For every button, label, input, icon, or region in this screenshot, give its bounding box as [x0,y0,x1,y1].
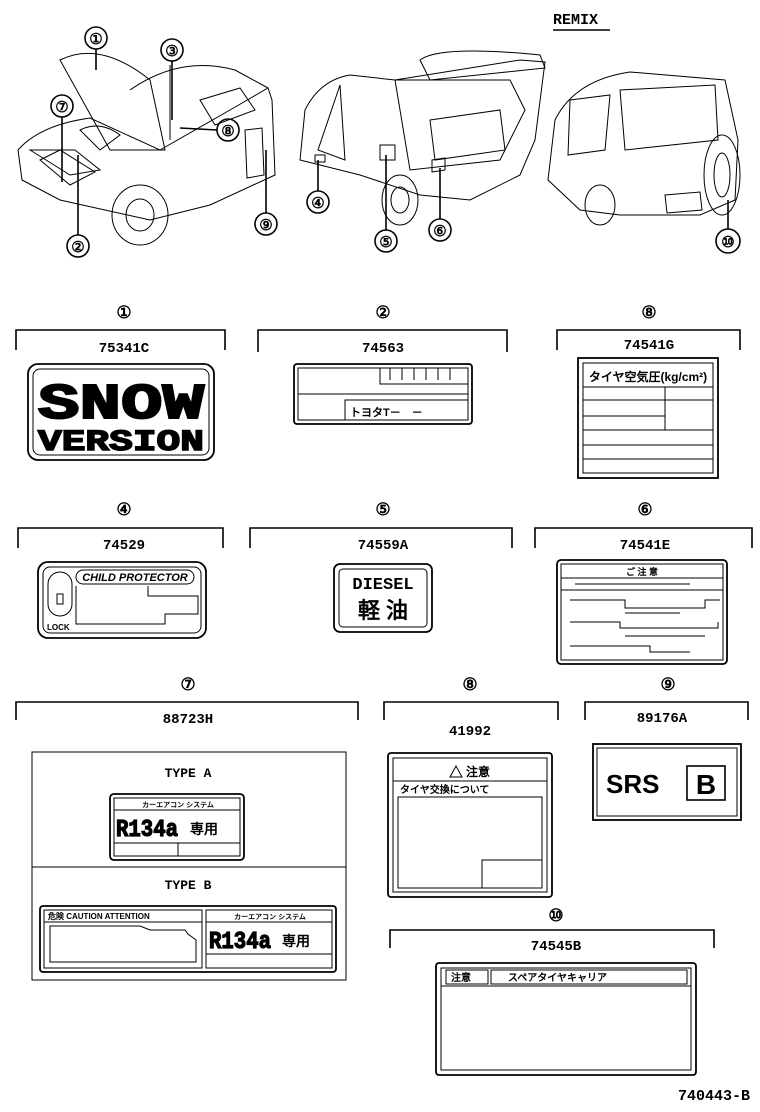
callout-group-car1: ① ③ ⑦ ⑧ ② ⑨ [50,26,278,258]
child-protector-plate [37,561,207,639]
caution-heading: ご 注 意 [626,566,658,577]
tire-pressure-plate [577,357,719,479]
label-74541e: ⑥ 74541E ご 注 意 [534,500,753,665]
aircon-system-text-a: カーエアコン システム [142,801,214,809]
spare-tire-carrier-text: スペアタイヤキャリア [508,972,607,984]
callout-9-top: ⑨ [259,217,272,234]
callout-8-top: ⑧ [221,123,234,140]
car-rear-open-illustration [299,50,546,226]
callout-6-top: ⑥ [433,223,446,240]
warning-text: 注意 [466,764,490,779]
label-41992: ⑧ 41992 注意 タイヤ交換について [383,675,559,898]
label-2-ref: ② [375,303,390,322]
callout-3: ③ [165,43,178,60]
label-7-part-number: 88723H [163,712,213,728]
type-b-label: TYPE B [165,878,212,893]
label-74559a: ⑤ 74559A DIESEL 軽 油 [249,500,513,633]
tire-pressure-text: タイヤ空気圧(kg/cm²) [589,369,707,384]
callout-10-top: ⑩ [721,234,734,251]
label-4-part-number: 74529 [103,538,145,554]
diesel-plate [333,563,433,633]
aircon-system-text-b: カーエアコン システム [234,913,306,921]
callout-1-top: ① [89,31,102,48]
toyota-code-text: トヨタT－ － [350,406,423,419]
diesel-text: DIESEL [352,576,413,595]
caution-plate [556,559,728,665]
callout-2-top: ② [71,239,84,256]
label-6-part-number: 74541E [620,538,670,554]
caution-tag-text: 注意 [451,971,471,984]
label-10-part-number: 74545B [531,939,582,955]
label-88723h: ⑦ 88723H TYPE A カーエアコン システム R134a 専用 TYP… [15,675,359,981]
type-frame [31,751,347,981]
label-7-ref: ⑦ [180,675,195,694]
r134a-text-a: R134a [116,817,178,844]
caution-attention-text: 危険 CAUTION ATTENTION [47,911,150,921]
car-front-illustration [17,52,276,246]
label-75341c: ① 75341C SNOW VERSION [15,303,226,461]
kerosene-text: 軽 油 [358,598,408,623]
callout-4-top: ④ [311,195,324,212]
label-74563: ② 74563 トヨタT－ － [257,303,508,425]
label-89176a: ⑨ 89176A SRS B [584,675,749,821]
label-8b-ref: ⑧ [462,675,477,694]
label-2-part-number: 74563 [362,341,404,357]
label-5-ref: ⑤ [375,500,390,519]
label-10-ref: ⑩ [548,906,563,925]
r134a-text-b: R134a [209,929,271,956]
label-4-ref: ④ [116,500,131,519]
label-1-ref: ① [116,303,131,322]
callout-7-top: ⑦ [55,99,68,116]
label-9-ref: ⑨ [660,675,675,694]
version-text: VERSION [38,426,204,460]
type-a-label: TYPE A [165,766,212,781]
label-8a-ref: ⑧ [641,303,656,322]
tire-change-text: タイヤ交換について [400,783,489,796]
exclusive-text-a: 専用 [190,821,218,837]
snow-text: SNOW [38,377,204,434]
car-rear-spare-illustration [547,71,741,226]
tire-change-warning-plate [387,752,553,898]
srs-text: SRS [606,769,659,799]
snow-version-plate [27,363,215,461]
label-74529: ④ 74529 LOCK CHILD PROTECTOR [17,500,224,639]
label-74541g: ⑧ 74541G タイヤ空気圧(kg/cm²) [556,303,741,479]
callout-group-car2: ④ ⑤ ⑥ [306,155,452,253]
srs-plate [592,743,742,821]
spare-tire-carrier-plate [435,962,697,1076]
label-9-part-number: 89176A [637,711,688,727]
label-8b-part-number: 41992 [449,724,491,740]
label-5-part-number: 74559A [358,538,409,554]
label-1-part-number: 75341C [99,341,150,357]
lock-text: LOCK [47,623,70,632]
label-8a-part-number: 74541G [624,338,674,354]
srs-letter: B [696,769,716,800]
exclusive-text-b: 専用 [282,933,310,949]
model-name: REMIX [553,12,598,29]
diagram-code: 740443-B [678,1088,750,1105]
child-protector-text: CHILD PROTECTOR [82,572,188,584]
label-74545b: ⑩ 74545B 注意 スペアタイヤキャリア [389,906,715,1076]
callout-5-top: ⑤ [379,234,392,251]
label-6-ref: ⑥ [637,500,652,519]
callout-group-car3: ⑩ [715,200,741,254]
